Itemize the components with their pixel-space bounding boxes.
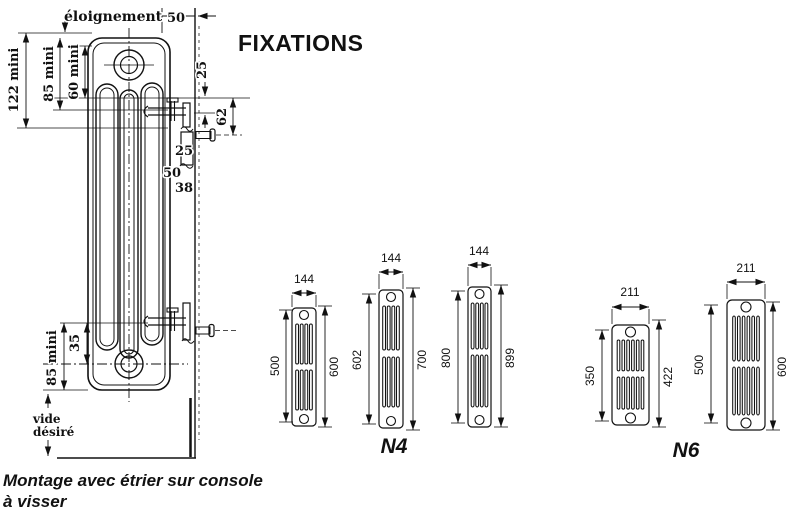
- n4-label: N4: [381, 435, 408, 458]
- axis-height-value: 350: [583, 366, 597, 386]
- overall-height-value: 600: [327, 357, 341, 377]
- plate-dim-25: 25: [175, 144, 193, 159]
- axis-height-value: 500: [268, 356, 282, 376]
- width-value: 144: [381, 251, 401, 265]
- width-value: 144: [294, 272, 314, 286]
- dim-screw-drop: 62: [214, 98, 237, 135]
- min-mid-value: 85 mini: [42, 46, 57, 102]
- dim-122-mini: 122 mini: [6, 33, 30, 128]
- hook-offset-value: 25: [195, 61, 210, 79]
- reference-lines: [17, 32, 250, 391]
- overall-height-value: 700: [415, 350, 429, 370]
- n6-group: 211 350 422 211 500: [582, 261, 791, 462]
- radiator-front-view: [43, 28, 188, 402]
- radiator-n4-3: 144 800 899: [438, 244, 519, 428]
- caption-line-1: Montage avec étrier sur console: [3, 471, 263, 490]
- radiator-column-left: [95, 83, 119, 351]
- radiator-n4-1: 144 500 600: [267, 272, 343, 428]
- bottom-bracket: [143, 302, 195, 344]
- plate-dim-50: 50: [163, 166, 181, 181]
- dim-85-mini-bottom: 85 mini: [44, 323, 68, 390]
- axis-height-value: 800: [439, 348, 453, 368]
- width-value: 211: [736, 261, 755, 275]
- dim-60-mini: 60 mini: [66, 43, 89, 101]
- n4-group: 144 500 600 144 602: [267, 244, 519, 458]
- caption: Montage avec étrier sur console à visser: [3, 471, 263, 511]
- overall-height-value: 600: [775, 357, 789, 377]
- bottom-screw-head: [208, 323, 215, 338]
- plate-dim-38: 38: [175, 181, 193, 196]
- width-value: 211: [620, 285, 639, 299]
- bottom-hook-value: 35: [68, 334, 83, 352]
- top-screw-head: [209, 128, 216, 142]
- axis-height-value: 602: [350, 350, 364, 370]
- bracket-plate-labels: 25 50 38: [161, 143, 194, 198]
- dim-wall-offset: 50: [162, 9, 216, 27]
- wall-plate-lower: [180, 131, 194, 166]
- radiator-n6-1: 211 350 422: [582, 285, 677, 428]
- bottom-screw: [195, 323, 238, 338]
- dim-eloignement: éloignement: [61, 8, 164, 33]
- bracket-bolt-head: [166, 97, 179, 103]
- min-top-value: 122 mini: [7, 48, 22, 113]
- wall-plate: [182, 302, 191, 341]
- min-inner-value: 60 mini: [67, 44, 82, 100]
- dim-hook-offset: 25: [194, 59, 212, 128]
- top-screw: [195, 128, 242, 142]
- dim-vide-desire: vide désiré: [31, 394, 76, 456]
- wall-plate-upper: [182, 102, 191, 128]
- radiator-n6-2: 211 500 600: [691, 261, 791, 431]
- void-label-2: désiré: [33, 425, 75, 439]
- caption-line-2: à visser: [3, 492, 68, 511]
- radiator-column-right: [140, 82, 164, 346]
- n6-label: N6: [673, 439, 700, 462]
- screw-drop-value: 62: [215, 108, 230, 126]
- wall-section: [57, 8, 200, 459]
- top-bracket: [143, 97, 194, 169]
- page-title: FIXATIONS: [238, 30, 363, 56]
- min-bottom-value: 85 mini: [45, 330, 60, 386]
- radiator-n4-2: 144 602 700: [349, 251, 431, 431]
- width-value: 144: [469, 244, 489, 258]
- dim-35: 35: [67, 323, 91, 364]
- overall-height-value: 899: [503, 348, 517, 368]
- axis-height-value: 500: [692, 355, 706, 375]
- dim-85-mini-top: 85 mini: [41, 38, 64, 110]
- wall-offset-value: 50: [167, 11, 185, 26]
- void-label-1: vide: [32, 412, 61, 426]
- overall-height-value: 422: [661, 367, 675, 387]
- bracket-bolt-head: [166, 307, 179, 313]
- eloignement-label: éloignement: [64, 9, 163, 25]
